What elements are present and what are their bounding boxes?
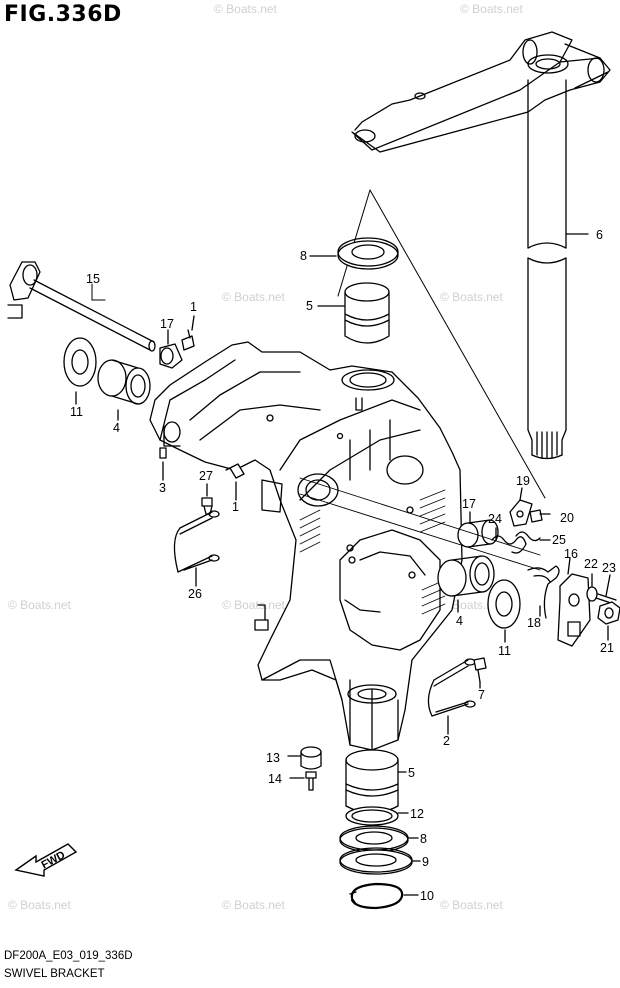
watermark: © Boats.net xyxy=(222,598,285,612)
watermark: © Boats.net xyxy=(440,290,503,304)
steering-arm-part xyxy=(351,31,611,153)
callout-number: 4 xyxy=(113,421,120,435)
spring-part xyxy=(515,531,541,542)
grease-nipple-part xyxy=(181,329,195,351)
callout-number: 4 xyxy=(456,614,463,628)
figure-caption: SWIVEL BRACKET xyxy=(4,968,105,980)
callout-number: 8 xyxy=(300,249,307,263)
callout-number: 24 xyxy=(488,512,502,526)
washer-part xyxy=(63,337,97,387)
callout-number: 20 xyxy=(560,511,574,525)
thrust-washer-part xyxy=(339,847,413,875)
watermark: © Boats.net xyxy=(440,898,503,912)
callout-number: 21 xyxy=(600,641,614,655)
callout-number: 1 xyxy=(190,300,197,314)
callout-number: 26 xyxy=(188,587,202,601)
callout-number: 23 xyxy=(602,561,616,575)
clip-part xyxy=(509,499,533,527)
washer-part xyxy=(337,237,399,270)
callout-number: 6 xyxy=(596,228,603,242)
bushing-part xyxy=(344,282,390,344)
callout-number: 10 xyxy=(420,889,434,903)
tilt-lock-lever-part xyxy=(527,565,560,619)
callout-number: 1 xyxy=(232,500,239,514)
bushing-part xyxy=(345,749,399,814)
screw-part xyxy=(305,771,317,791)
watermark: © Boats.net xyxy=(440,598,503,612)
callout-number: 12 xyxy=(410,807,424,821)
ground-wire-part xyxy=(173,510,220,573)
callout-number: 5 xyxy=(306,299,313,313)
fwd-label: FWD xyxy=(39,849,67,871)
figure-title: FIG.336D xyxy=(4,2,122,27)
watermark: © Boats.net xyxy=(8,598,71,612)
callout-number: 18 xyxy=(527,616,541,630)
forward-direction-icon: FWD xyxy=(14,843,78,877)
watermark: © Boats.net xyxy=(460,2,523,16)
bolt-part xyxy=(254,604,269,631)
watermark: © Boats.net xyxy=(8,898,71,912)
callout-number: 13 xyxy=(266,751,280,765)
rubber-mount-part xyxy=(300,746,322,770)
callout-number: 17 xyxy=(462,497,476,511)
steering-tube-part xyxy=(527,79,589,460)
callout-number: 11 xyxy=(70,405,83,419)
seal-ring-part xyxy=(345,806,399,826)
bolt-part xyxy=(473,657,487,683)
callout-number: 8 xyxy=(420,832,427,846)
callout-number: 22 xyxy=(584,557,598,571)
bushing-part xyxy=(437,555,495,597)
callout-number: 27 xyxy=(199,469,213,483)
washer-part xyxy=(487,579,521,629)
watermark: © Boats.net xyxy=(214,2,277,16)
callout-number: 14 xyxy=(268,772,282,786)
callout-number: 2 xyxy=(443,734,450,748)
callout-number: 3 xyxy=(159,481,166,495)
lock-plate-part xyxy=(557,573,591,647)
callout-number: 17 xyxy=(160,317,174,331)
callout-number: 11 xyxy=(498,644,511,658)
ground-wire-part xyxy=(427,658,476,717)
collar-part xyxy=(159,343,183,369)
callout-number: 15 xyxy=(86,272,100,286)
watermark: © Boats.net xyxy=(222,898,285,912)
callout-number: 7 xyxy=(478,688,485,702)
callout-number: 9 xyxy=(422,855,429,869)
screw-part xyxy=(529,509,551,523)
callout-number: 16 xyxy=(564,547,578,561)
callout-number: 5 xyxy=(408,766,415,780)
bushing-part xyxy=(97,359,151,405)
snap-ring-part xyxy=(349,882,404,910)
tilt-pin-part xyxy=(7,261,156,352)
callout-number: 19 xyxy=(516,474,530,488)
swivel-bracket-body xyxy=(149,341,463,751)
watermark: © Boats.net xyxy=(222,290,285,304)
figure-code: DF200A_E03_019_336D xyxy=(4,950,133,962)
nut-part xyxy=(597,601,620,625)
grease-nipple-part xyxy=(225,463,245,479)
callout-number: 25 xyxy=(552,533,566,547)
